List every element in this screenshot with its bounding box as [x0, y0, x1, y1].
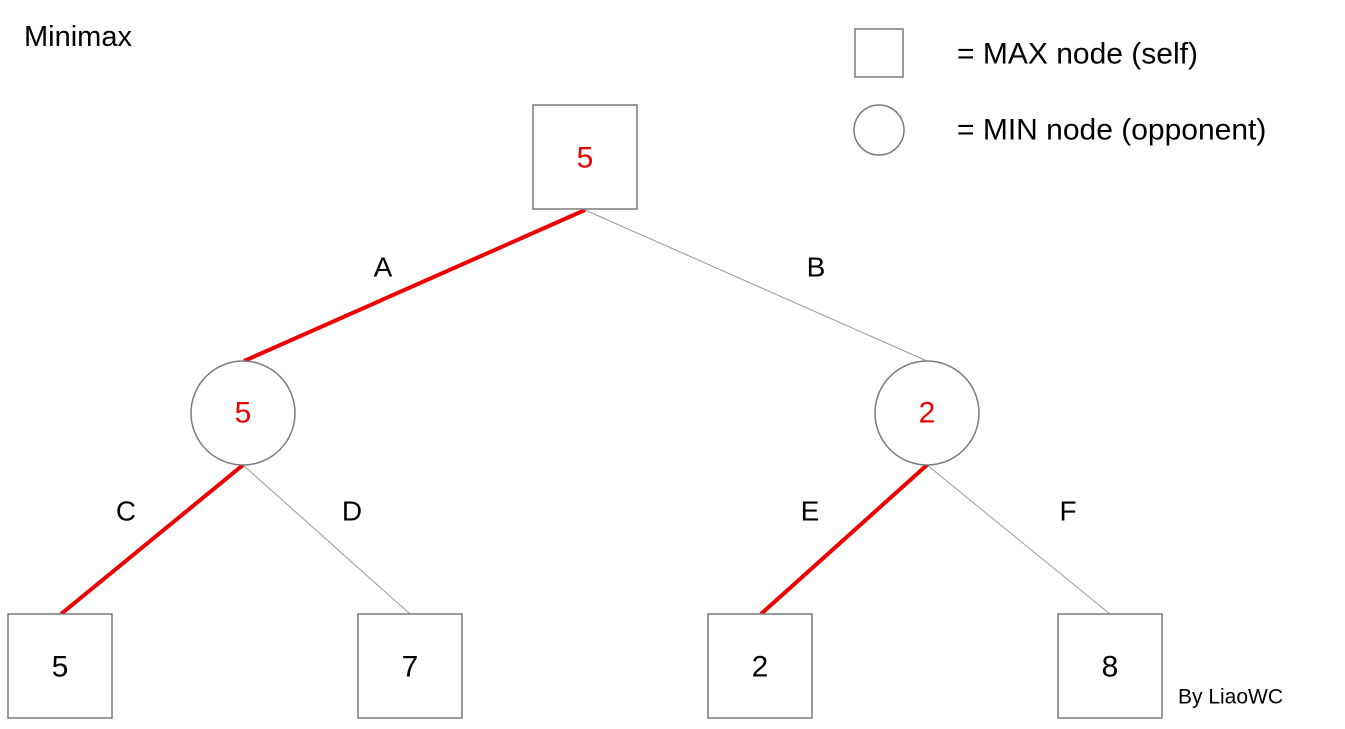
leaf-1-value: 5: [52, 651, 69, 684]
leaf-3-square-icon: [707, 613, 813, 719]
min-left-value: 5: [235, 397, 252, 430]
edge-label-f: F: [1059, 496, 1076, 527]
legend-min-label: = MIN node (opponent): [957, 114, 1266, 147]
root-max-node: 5: [532, 104, 638, 210]
edge-labels: A B C D E F: [116, 252, 1077, 527]
leaf-2-value: 7: [402, 651, 419, 684]
edge-label-c: C: [116, 496, 136, 527]
leaf-1-square-icon: [7, 613, 113, 719]
min-left-circle-icon: [190, 360, 296, 466]
leaf-node-2: 7: [357, 613, 463, 719]
edge-a-line: [243, 208, 586, 363]
edge-label-e: E: [801, 496, 820, 527]
min-right-circle-icon: [874, 360, 980, 466]
legend-max-square-icon: [854, 28, 904, 78]
min-node-right: 2: [874, 360, 980, 466]
leaf-node-4: 8: [1057, 613, 1163, 719]
leaf-node-3: 2: [707, 613, 813, 719]
min-right-value: 2: [919, 397, 936, 430]
leaf-4-value: 8: [1102, 651, 1119, 684]
legend-min-circle-icon: [853, 104, 905, 156]
edge-d-line: [242, 464, 411, 615]
edge-label-d: D: [342, 496, 362, 527]
leaf-4-square-icon: [1057, 613, 1163, 719]
edge-c-line: [59, 463, 245, 616]
author-credit: By LiaoWC: [1178, 686, 1283, 709]
root-value: 5: [577, 142, 594, 175]
root-max-square-icon: [532, 104, 638, 210]
edge-label-a: A: [374, 252, 393, 283]
legend-max-label: = MAX node (self): [957, 38, 1198, 71]
leaf-node-1: 5: [7, 613, 113, 719]
leaf-3-value: 2: [752, 651, 769, 684]
edge-b-line: [584, 209, 928, 362]
edge-f-line: [926, 464, 1111, 615]
diagram-title: Minimax: [24, 21, 132, 53]
edge-label-b: B: [807, 252, 826, 283]
leaf-2-square-icon: [357, 613, 463, 719]
min-node-left: 5: [190, 360, 296, 466]
tree-edges: [59, 208, 1111, 616]
edge-e-line: [759, 463, 929, 616]
legend: = MAX node (self) = MIN node (opponent): [853, 28, 1266, 156]
